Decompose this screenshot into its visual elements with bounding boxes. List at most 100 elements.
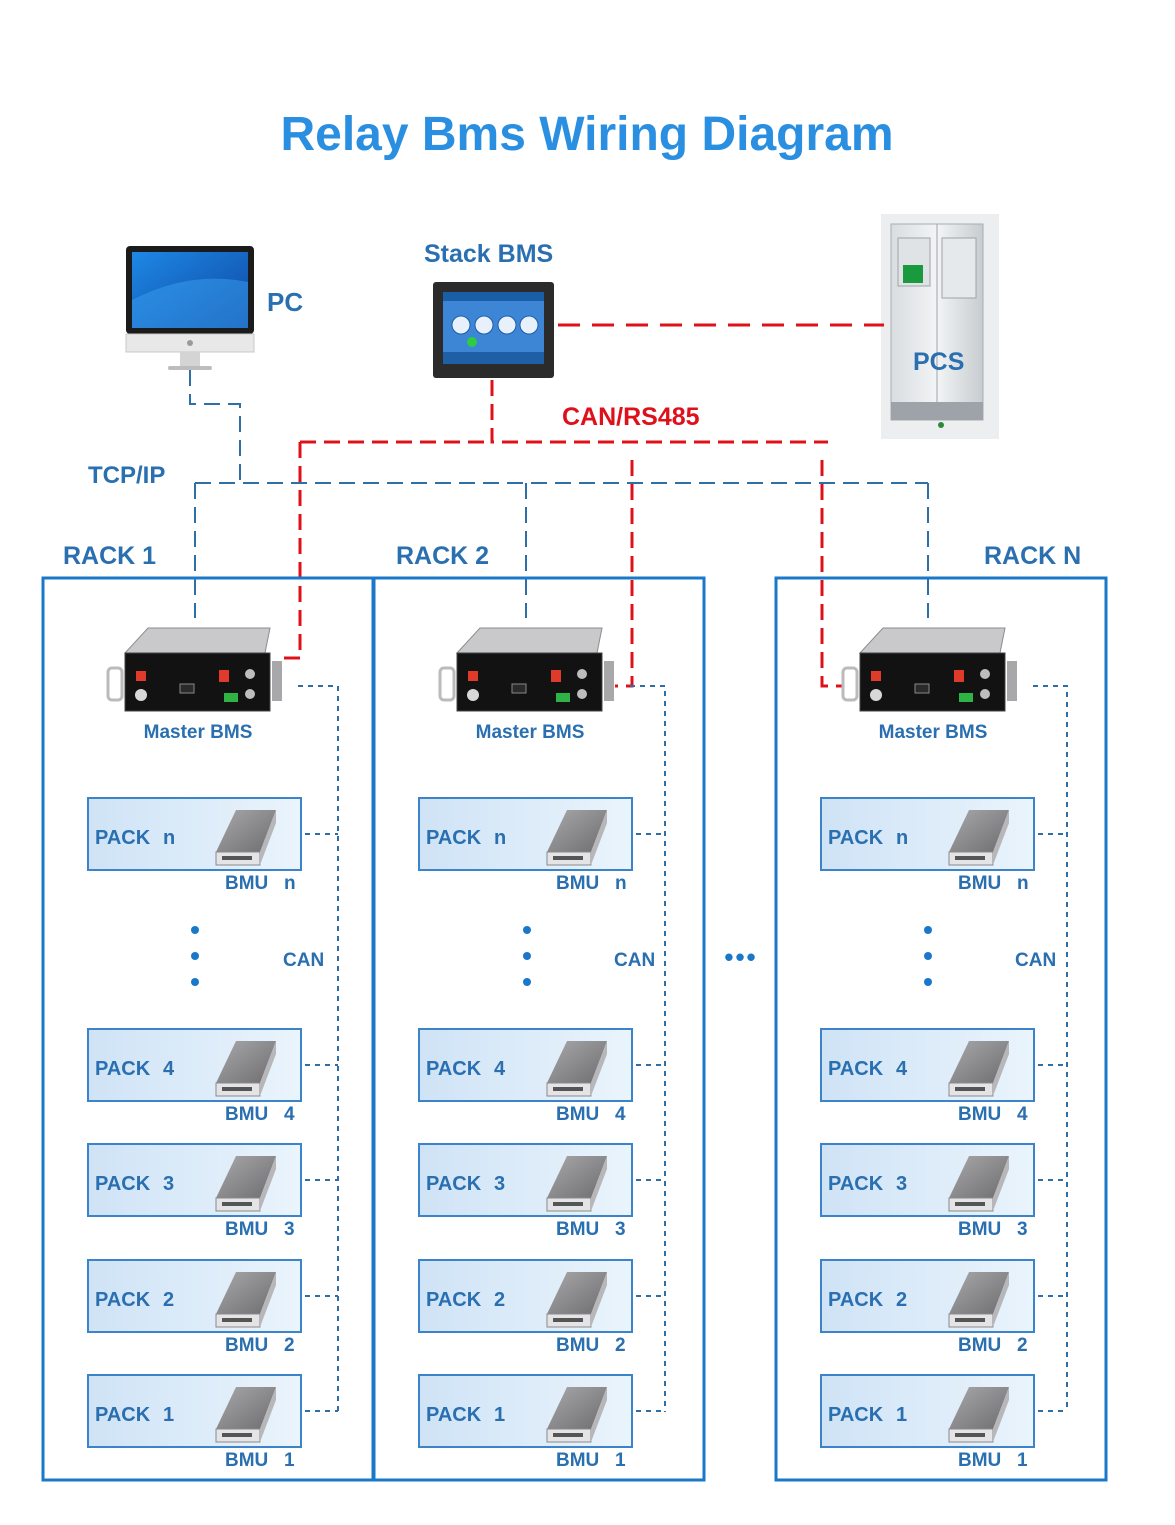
pack-index: 3 — [494, 1173, 505, 1195]
pack-index: 1 — [163, 1404, 174, 1426]
can-bus-line — [630, 685, 666, 1412]
bmu-index: 1 — [284, 1450, 295, 1471]
bmu-index: 1 — [615, 1450, 626, 1471]
battery-module-icon — [546, 1387, 607, 1443]
ellipsis-dot — [523, 926, 531, 934]
pack-box: PACK 4 — [820, 1028, 1035, 1102]
stack-bms-label: Stack BMS — [424, 240, 553, 268]
bmu-index: n — [1017, 873, 1029, 894]
pack-index: n — [896, 827, 908, 849]
bmu-label: BMU — [958, 1104, 1001, 1125]
battery-module-icon — [948, 1387, 1009, 1443]
bmu-label: BMU — [556, 1219, 599, 1240]
pack-label: PACK — [828, 1404, 884, 1426]
rack-title: RACK 1 — [63, 542, 156, 570]
pcs-cabinet-icon — [881, 214, 999, 439]
pack-index: 4 — [163, 1058, 175, 1080]
can-label: CAN — [614, 950, 655, 971]
bmu-index: 3 — [615, 1219, 626, 1240]
pack-index: 4 — [494, 1058, 506, 1080]
pack-box: PACK 1 — [418, 1374, 633, 1448]
battery-module-icon — [215, 1387, 276, 1443]
battery-module-icon — [215, 810, 276, 866]
ellipsis-dot — [924, 926, 932, 934]
battery-module-icon — [546, 1156, 607, 1212]
pack-label: PACK — [426, 827, 482, 849]
battery-module-icon — [948, 1156, 1009, 1212]
pack-box: PACK 1 — [820, 1374, 1035, 1448]
battery-module-icon — [215, 1156, 276, 1212]
ellipsis-dot — [191, 952, 199, 960]
rack-container — [774, 576, 1108, 1482]
bmu-label: BMU — [225, 1104, 268, 1125]
pack-box: PACK n — [820, 797, 1035, 871]
rack-ellipsis: ••• — [724, 942, 757, 972]
battery-module-icon — [215, 1041, 276, 1097]
bmu-index: 2 — [284, 1335, 295, 1356]
pack-index: 1 — [494, 1404, 505, 1426]
pack-index: n — [494, 827, 506, 849]
ellipsis-dot — [924, 978, 932, 986]
bmu-label: BMU — [556, 873, 599, 894]
bmu-label: BMU — [556, 1450, 599, 1471]
pack-index: 2 — [163, 1289, 174, 1311]
pack-label: PACK — [95, 827, 151, 849]
bmu-label: BMU — [958, 873, 1001, 894]
ellipsis-dot — [191, 926, 199, 934]
battery-module-icon — [948, 1041, 1009, 1097]
can-label: CAN — [1015, 950, 1056, 971]
pack-box: PACK n — [418, 797, 633, 871]
can-rs485-label: CAN/RS485 — [562, 403, 700, 431]
bmu-label: BMU — [225, 873, 268, 894]
battery-module-icon — [215, 1272, 276, 1328]
rack-title: RACK N — [984, 542, 1081, 570]
ellipsis-dot — [924, 952, 932, 960]
pack-label: PACK — [426, 1058, 482, 1080]
pack-label: PACK — [95, 1404, 151, 1426]
rack-container — [372, 576, 706, 1482]
pack-index: 2 — [494, 1289, 505, 1311]
pc-monitor-icon — [125, 246, 255, 370]
battery-module-icon — [948, 1272, 1009, 1328]
can-label: CAN — [283, 950, 324, 971]
bmu-index: 4 — [1017, 1104, 1028, 1125]
pack-index: 4 — [896, 1058, 908, 1080]
ellipsis-dot — [191, 978, 199, 986]
bmu-label: BMU — [958, 1335, 1001, 1356]
master-bms-label: Master BMS — [476, 722, 585, 743]
pack-box: PACK 3 — [820, 1143, 1035, 1217]
pack-label: PACK — [828, 1173, 884, 1195]
bmu-index: 2 — [615, 1335, 626, 1356]
bmu-label: BMU — [225, 1335, 268, 1356]
pack-label: PACK — [426, 1404, 482, 1426]
bmu-label: BMU — [556, 1335, 599, 1356]
bmu-label: BMU — [556, 1104, 599, 1125]
pcs-label: PCS — [913, 348, 964, 376]
stack-bms-panel-icon — [433, 282, 554, 378]
master-bms-icon — [106, 627, 282, 712]
pack-box: PACK 1 — [87, 1374, 302, 1448]
pack-label: PACK — [828, 1058, 884, 1080]
bmu-index: 2 — [1017, 1335, 1028, 1356]
master-bms-icon — [841, 627, 1017, 712]
pack-index: 1 — [896, 1404, 907, 1426]
bmu-index: 4 — [615, 1104, 626, 1125]
pack-label: PACK — [828, 1289, 884, 1311]
bmu-index: n — [615, 873, 627, 894]
master-bms-label: Master BMS — [879, 722, 988, 743]
battery-module-icon — [546, 1041, 607, 1097]
battery-module-icon — [546, 1272, 607, 1328]
tcp-ip-bus — [189, 370, 929, 618]
pack-label: PACK — [95, 1173, 151, 1195]
pack-label: PACK — [828, 827, 884, 849]
pack-index: 3 — [896, 1173, 907, 1195]
bmu-label: BMU — [225, 1219, 268, 1240]
